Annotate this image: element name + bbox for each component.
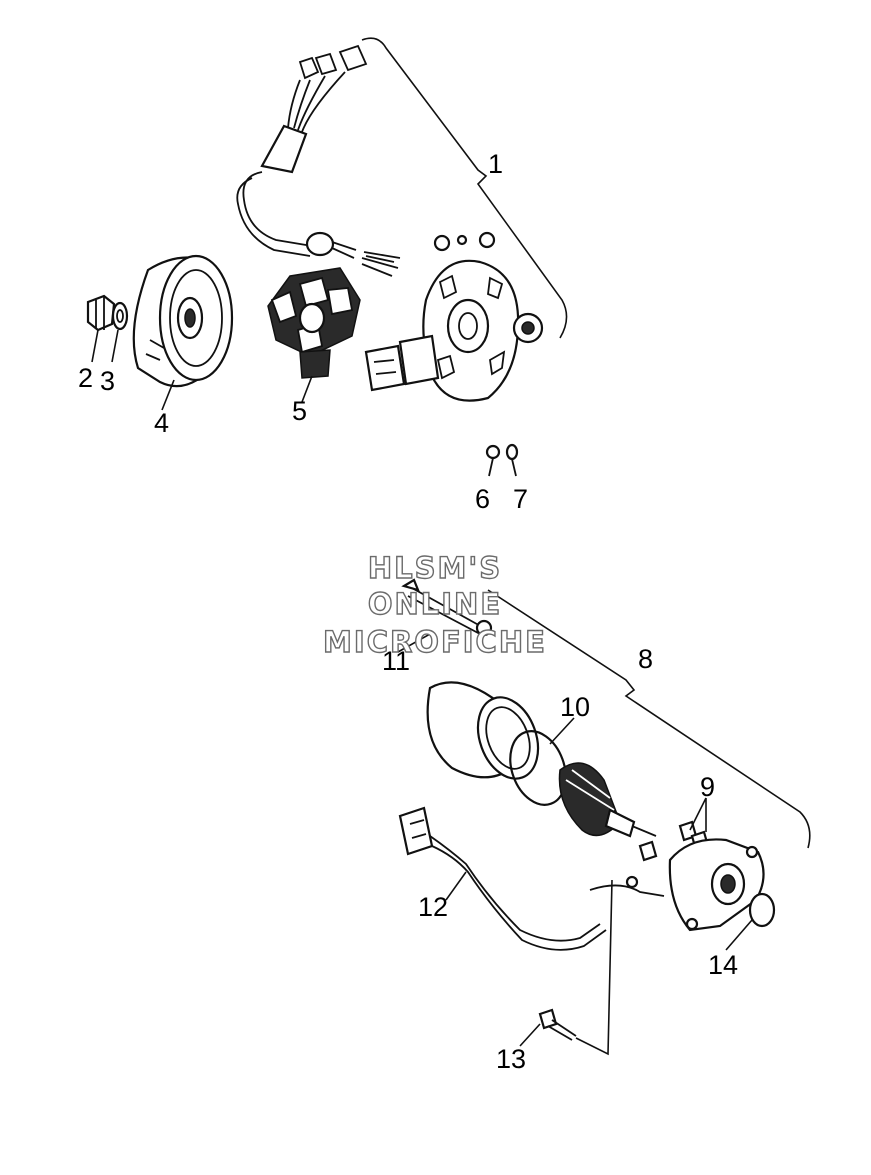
callout-4: 4 [154,408,169,438]
callout-10: 10 [560,692,590,722]
leader-13 [519,1023,541,1047]
flywheel-rotor [132,254,234,388]
callout-14: 14 [708,950,738,980]
callout-9: 9 [700,772,715,802]
callout-7: 7 [513,484,528,514]
leader-2 [91,329,99,363]
bracket-part-1 [361,37,568,339]
through-bolts [401,578,493,637]
leader-3 [111,329,119,363]
callout-13: 13 [496,1044,526,1074]
leader-5 [301,375,313,403]
leader-14 [725,919,753,951]
watermark-line-2: ONLINE [368,587,502,621]
pulser-coil [364,334,440,392]
leader-9 [689,797,707,832]
bolt-guide-line [575,879,613,1056]
wiring-harness [236,44,401,277]
watermark: HLSM'S ONLINE MICROFICHE [322,550,547,659]
o-ring [509,730,567,806]
callout-2: 2 [78,363,93,393]
leader-4 [161,379,175,411]
starter-front-bracket [668,838,765,932]
callout-1: 1 [488,149,503,179]
flywheel-nut [86,294,116,332]
stator-coil [267,267,361,379]
plate-screw [485,444,501,477]
mounting-bolt [538,1008,577,1041]
starter-seal [748,892,776,928]
callout-6: 6 [475,484,490,514]
callout-12: 12 [418,892,448,922]
leader-10 [549,717,575,745]
motor-yoke [426,681,540,780]
plate-lock-washer [505,443,519,477]
callout-3: 3 [100,366,115,396]
armature [558,762,657,838]
callout-5: 5 [292,396,307,426]
watermark-line-3: MICROFICHE [323,625,547,659]
callout-8: 8 [638,644,653,674]
leader-12 [445,871,467,901]
flywheel-washer [111,301,129,331]
watermark-line-1: HLSM'S [368,551,502,585]
stator-base-plate [422,231,544,402]
leader-11 [397,633,431,653]
callout-11: 11 [382,646,410,676]
starter-cable [398,806,665,951]
bracket-part-8 [487,589,811,849]
